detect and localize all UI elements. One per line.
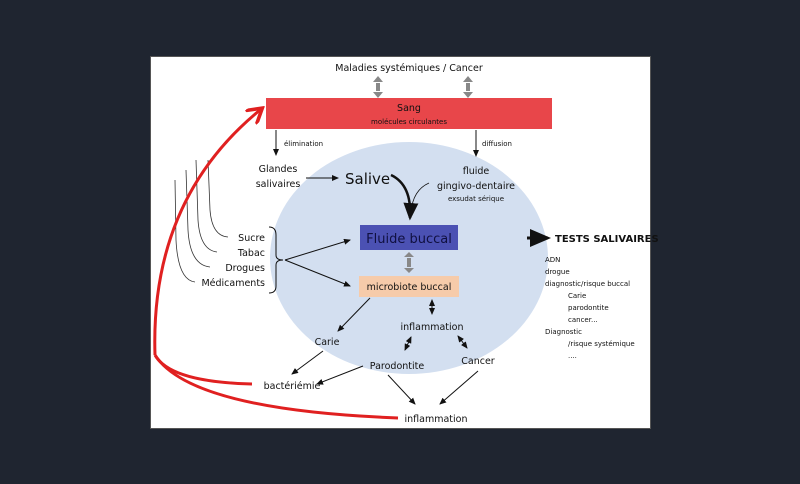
blood-box — [266, 98, 552, 129]
factor-drugs: Drogues — [225, 263, 265, 274]
saliva-label: Salive — [345, 170, 390, 188]
factor-sugar: Sucre — [238, 233, 265, 244]
tests-item: diagnostic/risque buccal — [545, 280, 630, 288]
tests-item: /risque systémique — [568, 340, 635, 348]
blood-title: Sang — [397, 103, 421, 114]
periodontitis-label: Parodontite — [370, 361, 425, 372]
systemic-diseases-label: Maladies systémiques / Cancer — [335, 63, 483, 74]
exchange-arrow-icon — [373, 76, 473, 98]
tests-item: parodontite — [568, 304, 609, 312]
tests-title: TESTS SALIVAIRES — [555, 234, 659, 245]
inflammation-outer-label: inflammation — [405, 414, 468, 425]
tests-item: cancer... — [568, 316, 598, 324]
serous-exudate-label: exsudat sérique — [448, 195, 504, 203]
diffusion-label: diffusion — [482, 140, 512, 148]
feedback-arrows — [153, 110, 399, 420]
oral-fluid-label: Fluide buccal — [366, 232, 452, 247]
microbiota-box — [359, 276, 459, 297]
oral-fluid-box — [360, 225, 458, 250]
bacteremia-label: bactériémie — [264, 381, 321, 392]
tests-item: .... — [568, 352, 577, 360]
caries-label: Carie — [315, 337, 340, 348]
glands-label-1: Glandes — [259, 164, 298, 175]
microbiota-label: microbiote buccal — [367, 282, 452, 293]
elimination-label: élimination — [284, 140, 323, 148]
blood-subtitle: molécules circulantes — [371, 118, 447, 126]
inflammation-inner-label: inflammation — [401, 322, 464, 333]
tests-item: Carie — [568, 292, 586, 300]
exchange-arrow-icon — [404, 252, 414, 273]
cancer-label: Cancer — [461, 356, 495, 367]
gingival-fluid-label-2: gingivo-dentaire — [437, 181, 515, 192]
brace — [268, 226, 284, 294]
glands-label-2: salivaires — [256, 179, 301, 190]
tests-list: ADN drogue diagnostic/risque buccal Cari… — [545, 256, 635, 360]
tests-item: Diagnostic — [545, 328, 582, 336]
factor-medications: Médicaments — [201, 278, 265, 289]
tests-item: ADN — [545, 256, 560, 264]
tests-item: drogue — [545, 268, 570, 276]
factor-tobacco: Tabac — [237, 248, 265, 259]
gingival-fluid-label-1: fluide — [463, 166, 490, 177]
